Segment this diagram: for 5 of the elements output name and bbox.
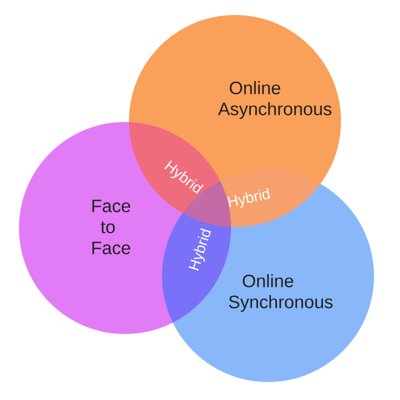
region-label: Hybrid	[188, 228, 212, 271]
circle-label: Online Asynchronous	[218, 81, 332, 119]
region-label: Hybrid	[228, 188, 270, 208]
circle-label: Face to Face	[92, 200, 130, 254]
circle-label: Online Synchronous	[228, 274, 333, 312]
